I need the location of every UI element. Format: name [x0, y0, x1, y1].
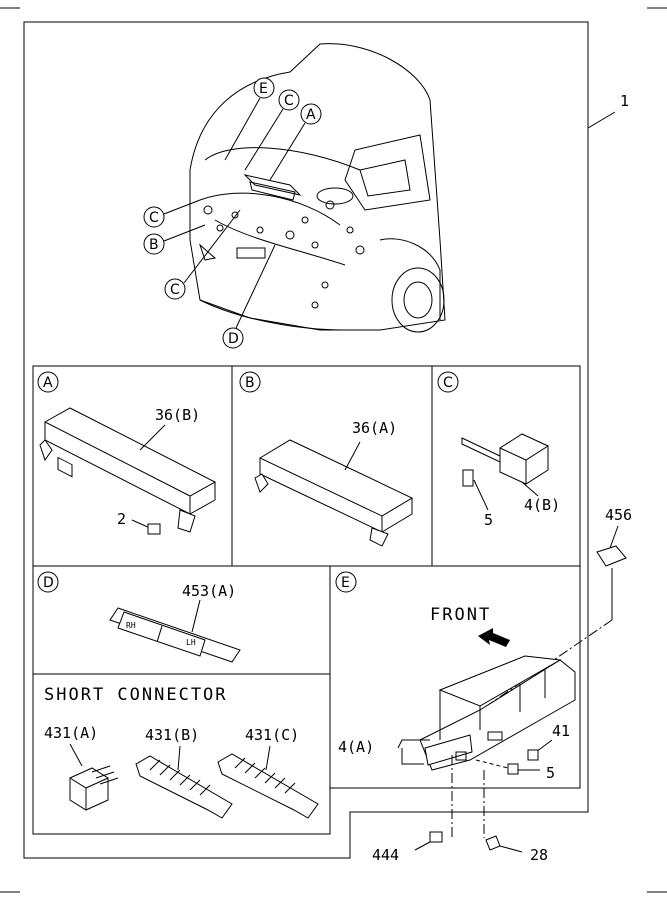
svg-text:444: 444 — [372, 846, 399, 864]
svg-text:SHORT CONNECTOR: SHORT CONNECTOR — [44, 685, 228, 705]
panel-grid — [32, 365, 581, 835]
svg-text:RH: RH — [126, 621, 136, 630]
svg-text:5: 5 — [546, 764, 555, 782]
svg-text:431(B): 431(B) — [145, 726, 199, 744]
svg-text:A: A — [43, 375, 53, 391]
svg-text:C: C — [170, 282, 180, 298]
svg-text:36(A): 36(A) — [352, 419, 397, 437]
connector-36a — [254, 439, 414, 547]
connector-431a — [69, 767, 109, 811]
tag-453a — [109, 607, 241, 663]
panel-c: C 5 4(B) — [437, 371, 560, 529]
svg-text:E: E — [259, 81, 268, 97]
connector-4b — [461, 433, 549, 485]
bottom-parts: 444 28 — [372, 755, 548, 864]
panel-short-connector: SHORT CONNECTOR 431(A) 431(B) 431(C) — [44, 685, 319, 819]
svg-text:36(B): 36(B) — [155, 406, 200, 424]
panel-b: B 36(A) — [239, 371, 414, 547]
main-frame — [23, 21, 589, 859]
svg-text:5: 5 — [484, 511, 493, 529]
svg-text:C: C — [284, 93, 294, 109]
svg-text:D: D — [228, 331, 239, 347]
svg-text:41: 41 — [552, 722, 570, 740]
svg-text:C: C — [443, 375, 453, 391]
svg-text:431(C): 431(C) — [245, 726, 299, 744]
connector-5 — [462, 469, 474, 487]
connector-5e — [507, 763, 519, 775]
connector-36b — [39, 407, 217, 533]
svg-text:4(A): 4(A) — [338, 738, 374, 756]
connector-431b — [135, 755, 233, 819]
svg-text:456: 456 — [605, 506, 632, 524]
svg-text:FRONT: FRONT — [430, 605, 491, 625]
svg-text:453(A): 453(A) — [182, 582, 236, 600]
junction-block-4a — [419, 655, 576, 771]
panel-a: A 36(B) 2 — [37, 371, 217, 535]
svg-text:28: 28 — [530, 846, 548, 864]
panel-e: E FRONT 41 4(A) 5 — [335, 571, 576, 782]
svg-text:B: B — [149, 237, 159, 253]
screw-28 — [485, 835, 501, 851]
front-arrow — [478, 628, 510, 647]
svg-text:B: B — [245, 375, 255, 391]
svg-text:C: C — [149, 210, 159, 226]
panel-d: D RH LH 453(A) — [37, 571, 241, 663]
svg-text:D: D — [43, 575, 54, 591]
svg-text:A: A — [306, 107, 316, 123]
svg-text:431(A): 431(A) — [44, 724, 98, 742]
connector-431c — [217, 753, 319, 819]
cab-callouts: E C A C B C D — [143, 77, 322, 349]
svg-text:E: E — [341, 575, 350, 591]
svg-text:LH: LH — [186, 638, 196, 647]
svg-text:4(B): 4(B) — [524, 496, 560, 514]
cab-illustration — [189, 43, 446, 333]
callout-1: 1 — [620, 92, 629, 110]
svg-text:2: 2 — [117, 510, 126, 528]
clip-444 — [429, 831, 443, 843]
connector-41 — [527, 749, 539, 761]
